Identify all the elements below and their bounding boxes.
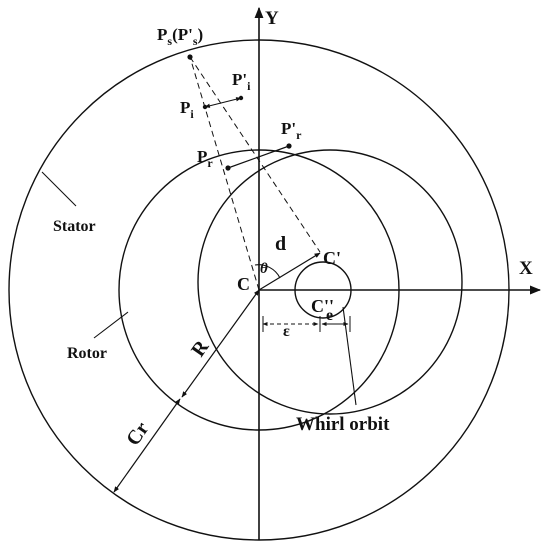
label-c-double-prime: C'' xyxy=(311,296,334,316)
label-pprime-i: P'i xyxy=(232,70,251,93)
rotor-displaced-circle xyxy=(197,149,463,415)
label-d: d xyxy=(275,233,286,255)
label-y: Y xyxy=(265,8,279,29)
label-epsilon: ε xyxy=(283,323,290,340)
dashed-line-c-ps xyxy=(189,56,260,291)
label-ps: Ps(P's) xyxy=(157,25,203,48)
dashed-line-ps-cprime xyxy=(189,56,321,253)
whirl-orbit-leader-line xyxy=(342,306,357,406)
label-rotor: Rotor xyxy=(67,345,107,362)
label-pi: Pi xyxy=(180,98,194,121)
pi-pprime-i-connector xyxy=(204,97,242,108)
point-pprime-i xyxy=(238,95,244,101)
point-pi xyxy=(202,104,208,110)
label-pr: Pr xyxy=(197,147,213,170)
label-stator: Stator xyxy=(53,218,96,235)
distance-d-arrow xyxy=(258,252,321,291)
radius-r-arrow xyxy=(181,289,260,398)
point-ps xyxy=(187,54,193,60)
label-theta: θ xyxy=(260,261,268,277)
label-whirl-orbit: Whirl orbit xyxy=(296,414,390,435)
point-pprime-r xyxy=(286,143,292,149)
point-pr xyxy=(225,165,231,171)
pr-pprime-r-connector xyxy=(227,145,290,169)
label-cr: Cr xyxy=(122,418,153,450)
label-c-prime: C' xyxy=(323,248,341,268)
theta-arc xyxy=(254,264,281,279)
label-e: e xyxy=(326,307,333,324)
label-x: X xyxy=(519,258,533,279)
label-r: R xyxy=(187,336,214,361)
stator-leader-line xyxy=(41,171,77,207)
clearance-cr-arrow xyxy=(113,398,181,493)
label-pprime-r: P'r xyxy=(281,119,302,142)
label-c: C xyxy=(237,274,250,294)
rotor-leader-line xyxy=(93,311,129,339)
